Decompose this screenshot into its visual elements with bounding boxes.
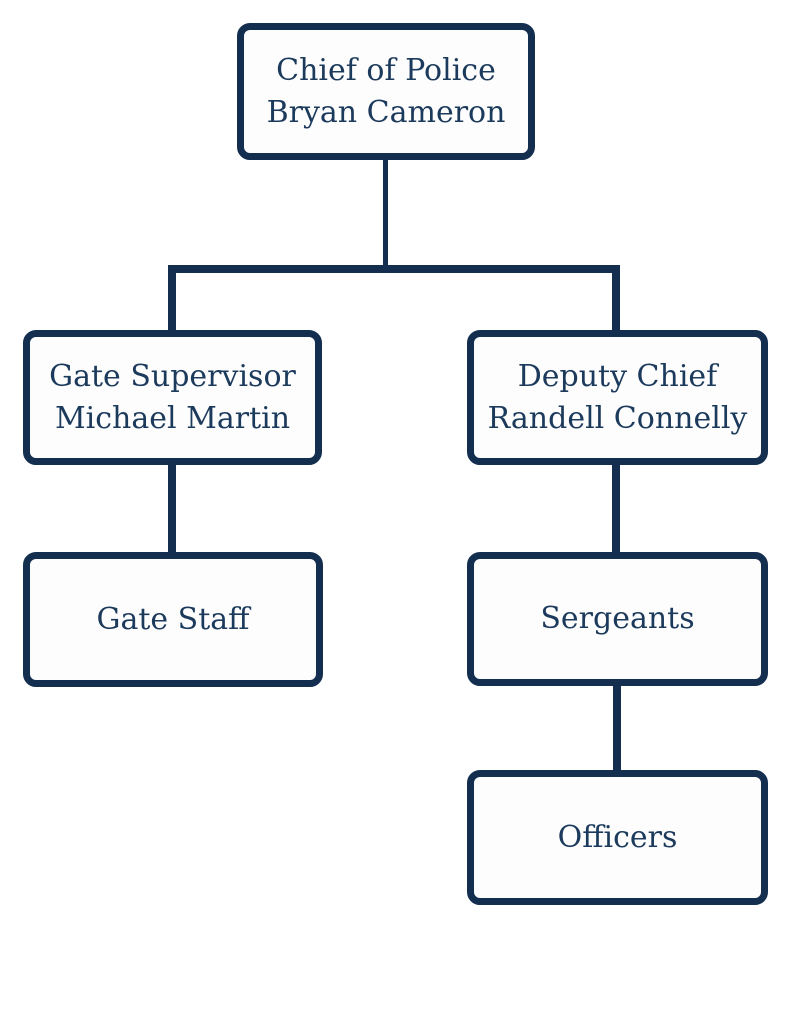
node-title: Chief of Police xyxy=(276,52,496,88)
node-title: Gate Staff xyxy=(96,601,250,637)
connector-to-gate-supervisor xyxy=(168,265,176,333)
connector-to-deputy-chief xyxy=(612,265,620,333)
connector-to-gate-staff xyxy=(168,462,176,555)
node-title: Officers xyxy=(557,819,678,855)
node-title: Sergeants xyxy=(540,601,695,636)
node-title: Gate Supervisor xyxy=(49,358,296,394)
node-person-name: Bryan Cameron xyxy=(266,94,506,130)
org-node-deputy-chief: Deputy Chief Randell Connelly xyxy=(467,330,768,465)
connector-to-sergeants xyxy=(612,462,620,555)
node-title: Deputy Chief xyxy=(517,358,718,394)
org-node-gate-staff: Gate Staff xyxy=(23,552,323,687)
org-node-chief-of-police: Chief of Police Bryan Cameron xyxy=(237,23,535,160)
connector-chief-down xyxy=(383,158,388,270)
org-node-gate-supervisor: Gate Supervisor Michael Martin xyxy=(23,330,322,465)
org-node-officers: Officers xyxy=(467,770,768,905)
connector-horizontal-bar xyxy=(169,265,620,273)
node-person-name: Randell Connelly xyxy=(487,400,748,436)
connector-to-officers xyxy=(613,683,621,773)
org-node-sergeants: Sergeants xyxy=(467,552,768,686)
node-person-name: Michael Martin xyxy=(54,400,291,436)
